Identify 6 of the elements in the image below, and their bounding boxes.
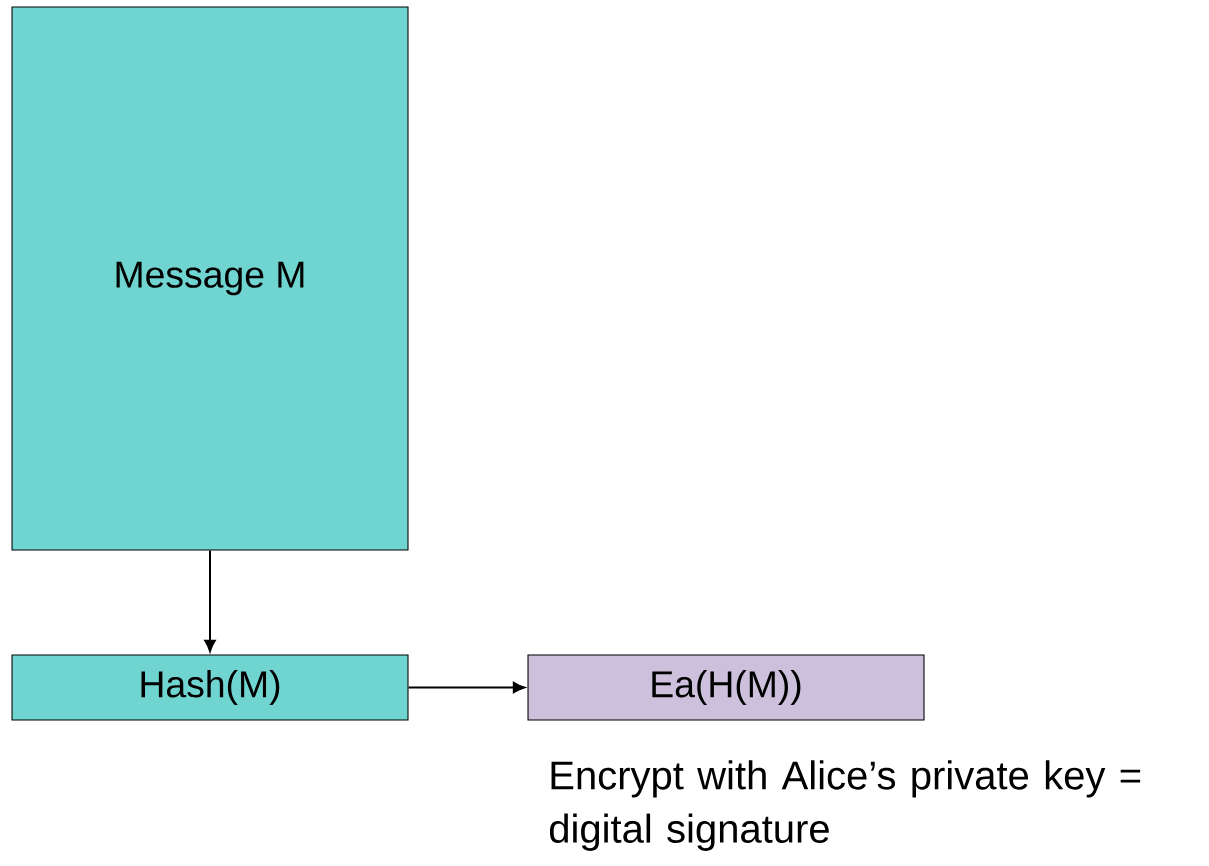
process-box: Message M: [11, 6, 409, 551]
caption-text: Encrypt with Alice’s private key = digital signature: [549, 760, 1141, 851]
process-box: Ea(H(M)): [527, 654, 925, 721]
process-box: Hash(M): [11, 654, 409, 721]
arrow: [407, 681, 526, 694]
arrow: [204, 549, 216, 652]
